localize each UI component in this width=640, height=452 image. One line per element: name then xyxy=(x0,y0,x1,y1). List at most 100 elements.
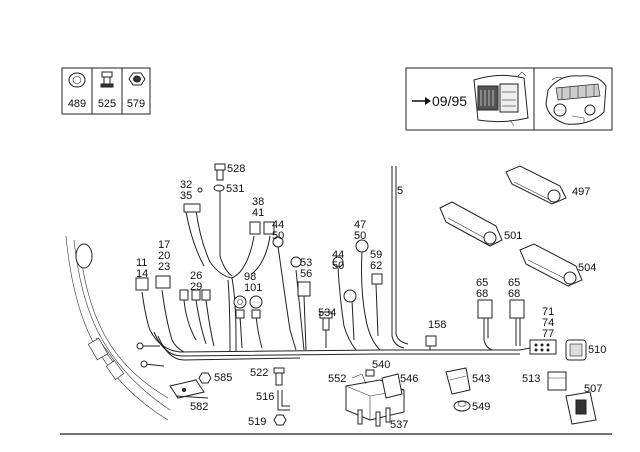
grommet-549 xyxy=(453,400,471,412)
callout-546: 546 xyxy=(400,373,418,385)
callout-582: 582 xyxy=(190,401,208,413)
callout-53: 53 xyxy=(300,257,312,269)
callout-549: 549 xyxy=(472,401,490,413)
callout-68: 68 xyxy=(476,288,488,300)
callout-47: 47 xyxy=(354,219,366,231)
clip-540 xyxy=(365,369,375,377)
connector-11-14 xyxy=(135,277,149,291)
callout-35: 35 xyxy=(180,190,192,202)
connector-17-20-23 xyxy=(155,275,171,289)
main-harness xyxy=(140,166,531,367)
harness-connectors xyxy=(135,163,587,368)
holder-543 xyxy=(445,367,471,395)
instrument-cluster-icon xyxy=(473,71,529,127)
arrow-right-icon xyxy=(412,97,431,105)
applicability-date: 09/95 xyxy=(432,93,467,109)
callout-528: 528 xyxy=(227,163,245,175)
callout-41: 41 xyxy=(252,207,264,219)
callout-516: 516 xyxy=(256,391,274,403)
callout-65b: 65 xyxy=(508,277,520,289)
legend-code-525: 525 xyxy=(98,98,116,110)
callout-5: 5 xyxy=(397,185,403,197)
connector-59-62 xyxy=(371,273,383,285)
cable-duct-497 xyxy=(505,165,567,205)
connector-44-50-right xyxy=(332,256,344,268)
callout-20: 20 xyxy=(158,250,170,262)
callout-101: 101 xyxy=(244,282,262,294)
callout-32: 32 xyxy=(180,179,192,191)
cable-duct-501 xyxy=(439,201,503,247)
connector-47-50 xyxy=(355,239,369,253)
connector-53-56 xyxy=(290,256,302,268)
washer-531 xyxy=(213,184,225,192)
callout-59: 59 xyxy=(370,249,382,261)
connector-65-68-right xyxy=(509,299,525,319)
clip-546 xyxy=(381,373,403,399)
callout-531: 531 xyxy=(226,183,244,195)
applicability-box: 09/95 xyxy=(405,67,613,131)
clip-158 xyxy=(425,335,437,347)
callout-71: 71 xyxy=(542,306,554,318)
callout-507: 507 xyxy=(584,383,602,395)
callout-585: 585 xyxy=(214,372,232,384)
connector-26-29 xyxy=(179,289,189,301)
callout-519: 519 xyxy=(248,416,266,428)
plug-icon xyxy=(100,71,114,88)
callout-65: 65 xyxy=(476,277,488,289)
callout-62: 62 xyxy=(370,260,382,272)
legend-code-579: 579 xyxy=(127,98,145,110)
nut-icon xyxy=(128,72,146,86)
callout-50b: 50 xyxy=(354,230,366,242)
callout-74: 74 xyxy=(542,317,554,329)
callout-534: 534 xyxy=(318,307,336,319)
callout-537: 537 xyxy=(390,419,408,431)
callout-38: 38 xyxy=(252,196,264,208)
grommet-icon xyxy=(68,72,86,88)
bolt-522 xyxy=(273,367,285,386)
callout-98: 98 xyxy=(244,271,256,283)
vehicle-body-outline xyxy=(65,235,171,421)
callout-543: 543 xyxy=(472,373,490,385)
connector-98-101 xyxy=(233,295,247,309)
bolt-534 xyxy=(319,311,333,331)
callout-497: 497 xyxy=(572,186,590,198)
callout-14: 14 xyxy=(136,268,148,280)
callout-513: 513 xyxy=(522,373,540,385)
connector-65-68-left xyxy=(477,299,493,319)
callout-56: 56 xyxy=(300,268,312,280)
callout-552: 552 xyxy=(328,373,346,385)
callout-540: 540 xyxy=(372,359,390,371)
relay-513 xyxy=(547,371,567,391)
nut-519 xyxy=(273,414,287,426)
holder-507 xyxy=(565,391,597,425)
callout-68b: 68 xyxy=(508,288,520,300)
nut-585 xyxy=(198,372,212,384)
callout-522: 522 xyxy=(250,367,268,379)
legend-code-489: 489 xyxy=(68,98,86,110)
callout-11: 11 xyxy=(136,257,147,269)
callout-501: 501 xyxy=(504,230,522,242)
callout-26: 26 xyxy=(190,270,202,282)
connector-38-41 xyxy=(249,221,261,235)
connector-32-35 xyxy=(183,203,201,213)
engine-icon xyxy=(545,75,607,125)
callout-50: 50 xyxy=(272,230,284,242)
plug-528 xyxy=(214,163,226,181)
callout-17: 17 xyxy=(158,239,170,251)
callout-50c: 50 xyxy=(332,260,344,272)
parts-legend: 489 525 579 xyxy=(61,67,151,115)
callout-44b: 44 xyxy=(332,249,344,261)
callout-44: 44 xyxy=(272,219,284,231)
callout-29: 29 xyxy=(190,281,202,293)
bracket-552 xyxy=(351,373,367,385)
connector-510 xyxy=(565,339,587,361)
bracket-582 xyxy=(169,379,209,399)
callout-23: 23 xyxy=(158,261,170,273)
cable-duct-504 xyxy=(519,243,583,287)
callout-77: 77 xyxy=(542,328,554,340)
callout-510: 510 xyxy=(588,344,606,356)
connector-44-50 xyxy=(272,236,284,248)
connector-71-74-77 xyxy=(529,339,557,355)
callout-labels: 528 531 32 35 38 41 44 50 5 497 47 50 17… xyxy=(136,163,606,431)
